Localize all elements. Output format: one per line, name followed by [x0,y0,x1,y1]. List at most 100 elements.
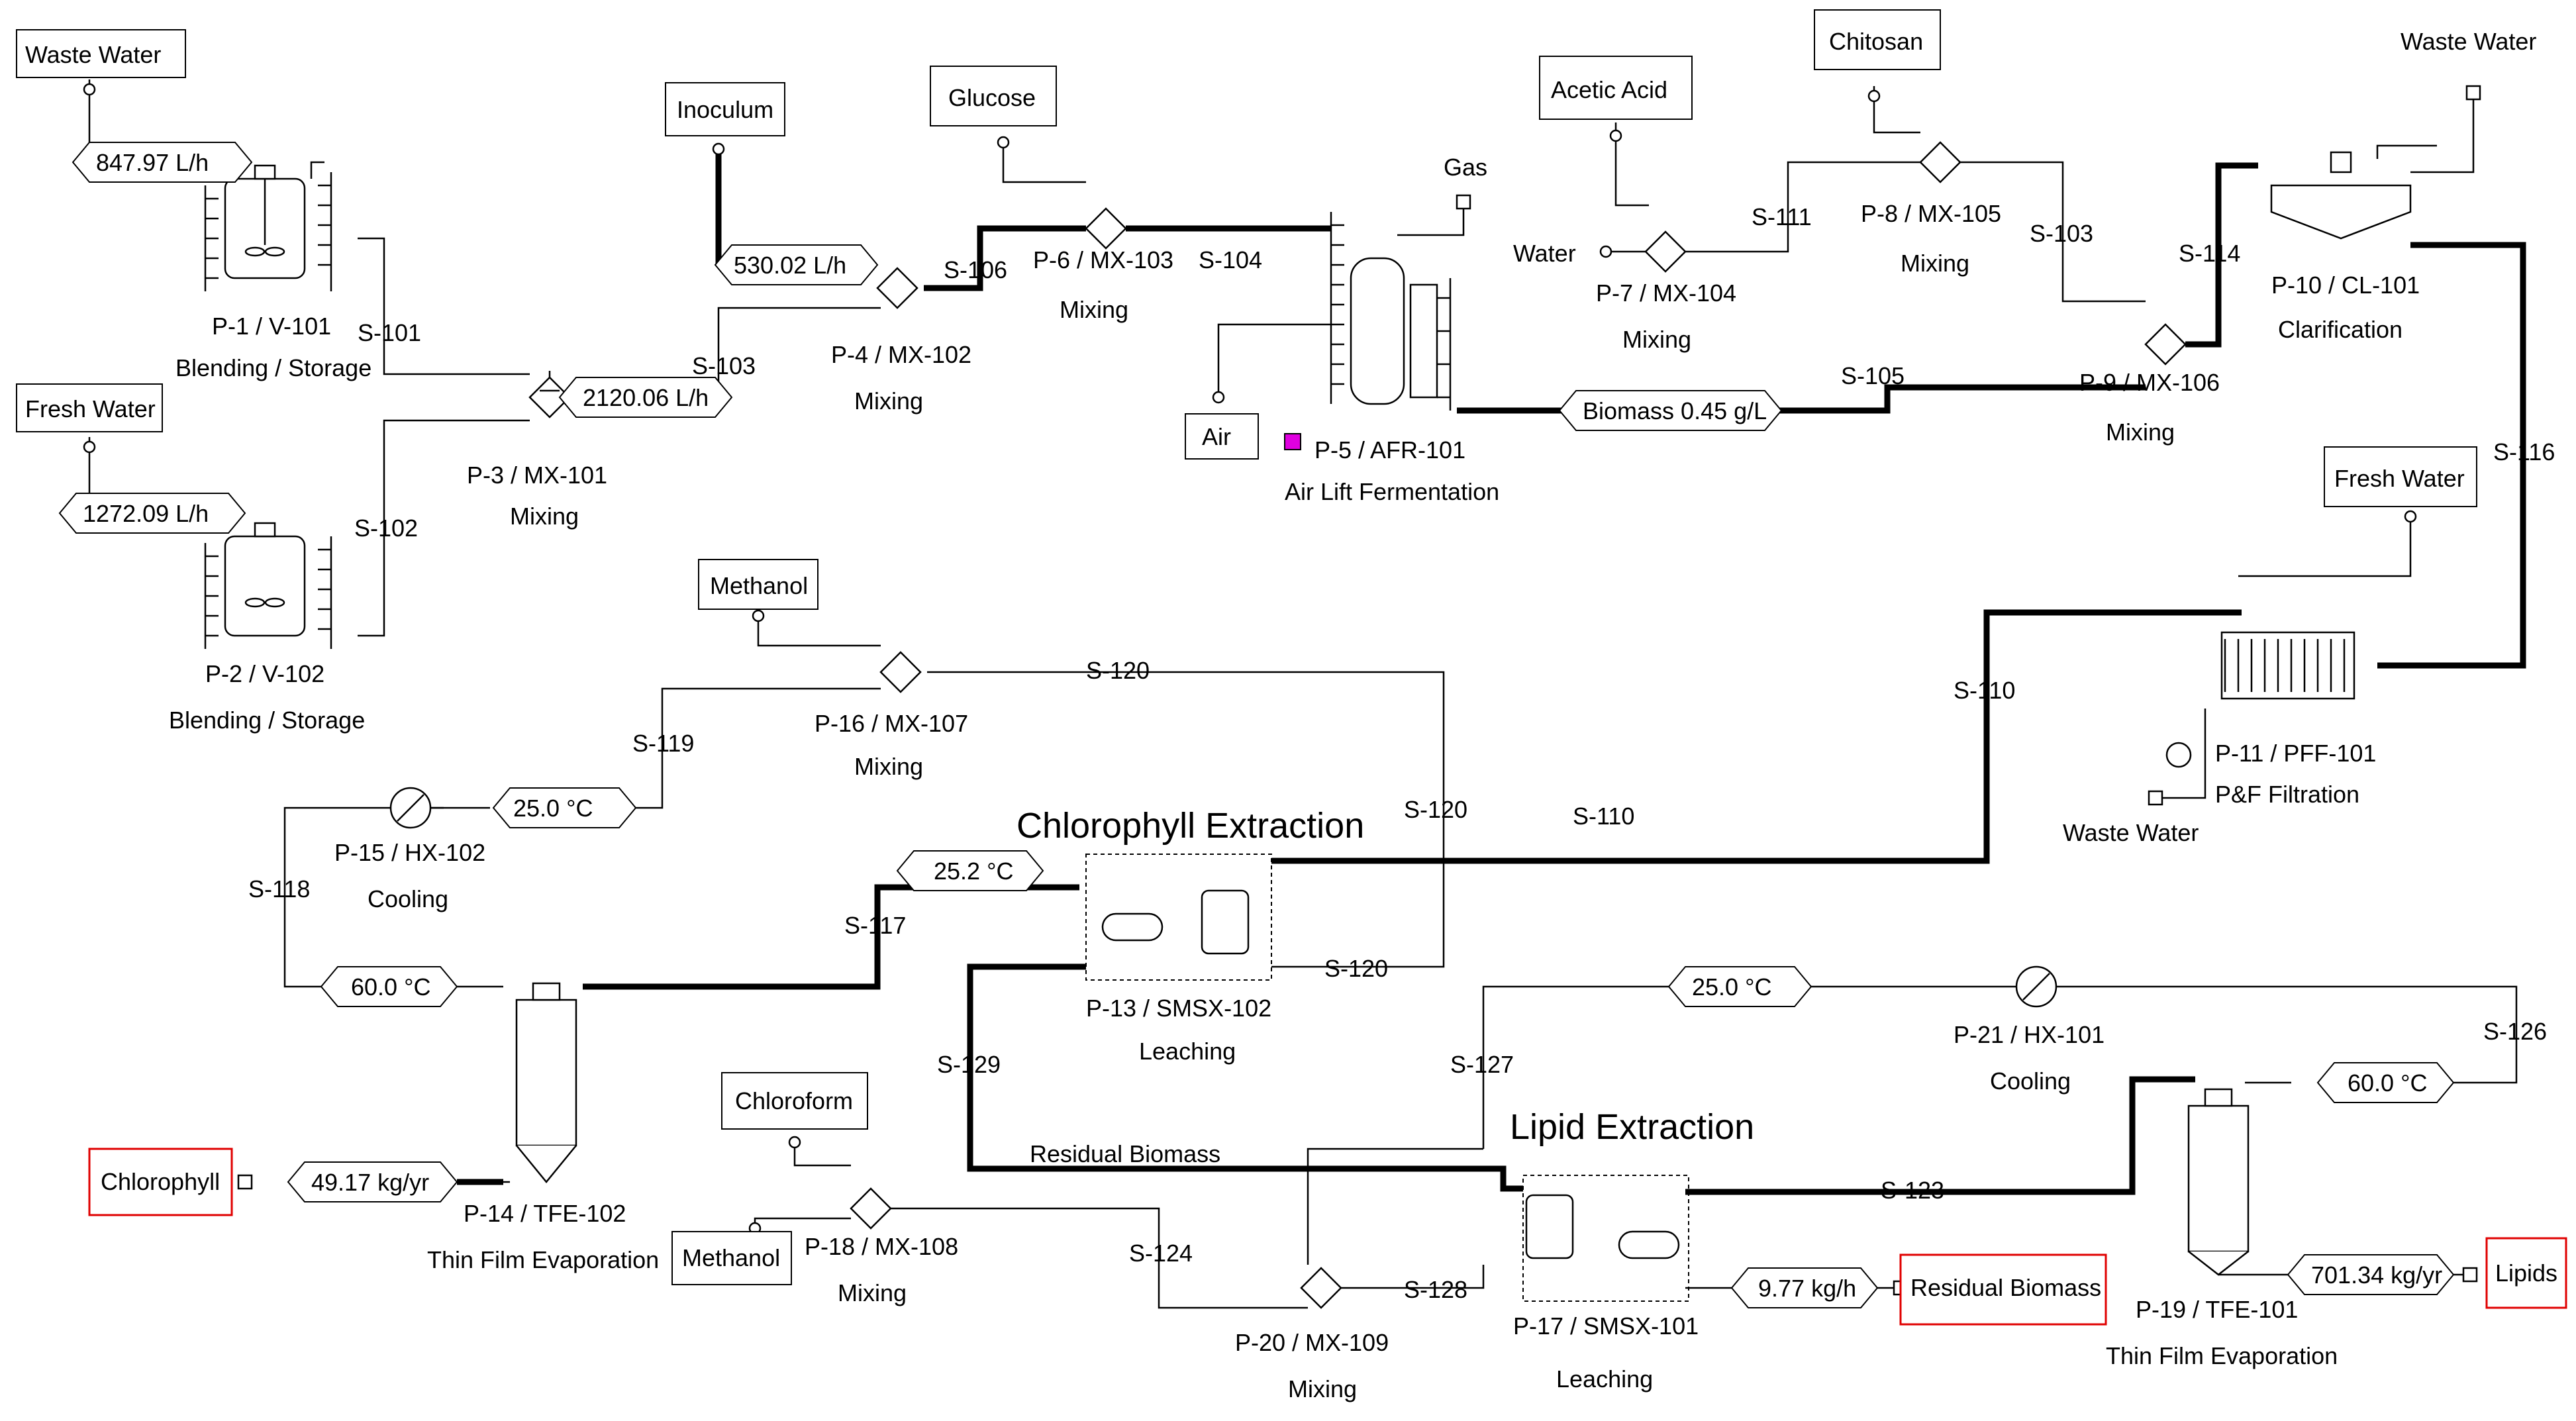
mixer-settler-p17[interactable] [1525,1194,1680,1259]
unit-p18-op: Mixing [838,1279,907,1306]
source-air[interactable]: Air [1185,413,1259,460]
svg-text:530.02 L/h: 530.02 L/h [734,252,846,279]
thin-film-evaporator-p19[interactable] [2187,1088,2250,1276]
unit-p5: P-5 / AFR-101 [1314,436,1465,464]
source-inoculum[interactable]: Inoculum [665,82,785,136]
svg-text:25.2 °C: 25.2 °C [934,858,1013,885]
source-acetic-acid[interactable]: Acetic Acid [1539,56,1693,120]
source-glucose[interactable]: Glucose [930,66,1057,126]
unit-p17-op: Leaching [1556,1365,1653,1393]
unit-p11: P-11 / PFF-101 [2215,740,2376,767]
svg-text:2120.06 L/h: 2120.06 L/h [583,384,709,411]
source-methanol-1[interactable]: Methanol [698,559,818,610]
stream-s123: S-123 [1881,1177,1944,1204]
svg-text:1272.09 L/h: 1272.09 L/h [83,500,209,527]
stream-s106: S-106 [944,256,1007,283]
source-chitosan[interactable]: Chitosan [1814,9,1941,70]
flag-flow-p3: 2120.06 L/h [558,377,733,418]
sink-waste-water-3: Waste Water [2063,819,2199,846]
source-fresh-water-2[interactable]: Fresh Water [2324,446,2477,507]
unit-p6: P-6 / MX-103 [1033,246,1173,273]
blending-tank-v101[interactable] [204,161,332,291]
stream-s126: S-126 [2483,1018,2547,1045]
mixer-p16[interactable] [879,651,922,693]
flag-lipids-rate: 701.34 kg/yr [2287,1254,2455,1295]
stream-s120a: S-120 [1086,657,1150,684]
mixer-p9[interactable] [2144,323,2187,366]
source-fresh-water-1[interactable]: Fresh Water [16,383,163,432]
sink-waste-water-2: Waste Water [2401,28,2536,55]
unit-p1: P-1 / V-101 [212,313,331,340]
filter-press-p11[interactable] [2165,631,2355,768]
mixer-p4[interactable] [876,267,918,309]
flag-temp-tfe101: 60.0 °C [2316,1062,2455,1103]
flag-flow-p4: 530.02 L/h [714,244,879,285]
svg-text:Waste Water: Waste Water [2401,28,2536,55]
svg-text:Waste Water: Waste Water [25,41,161,68]
stream-s128: S-128 [1404,1276,1467,1303]
heat-exchanger-p15[interactable] [389,787,432,829]
svg-text:60.0 °C: 60.0 °C [351,973,430,1001]
mixer-p8[interactable] [1919,141,1961,183]
unit-p19-op: Thin Film Evaporation [2106,1342,2338,1369]
source-waste-water-1[interactable]: Waste Water [16,29,186,78]
unit-p14-op: Thin Film Evaporation [427,1246,659,1273]
stream-s110a: S-110 [1954,677,2015,704]
stream-s120c: S-120 [1324,955,1388,982]
mixer-p20[interactable] [1300,1267,1342,1309]
unit-p16-op: Mixing [854,753,923,780]
unit-p2: P-2 / V-102 [205,660,324,687]
svg-text:25.0 °C: 25.0 °C [1692,973,1771,1001]
unit-p1-op: Blending / Storage [175,354,372,381]
svg-text:60.0 °C: 60.0 °C [2348,1069,2427,1097]
svg-text:Chloroform: Chloroform [735,1087,853,1114]
mixer-p18[interactable] [850,1187,892,1230]
stream-residual-biomass: Residual Biomass [1030,1140,1220,1167]
section-title-lipid: Lipid Extraction [1510,1107,1754,1147]
flag-temp-s117: 25.2 °C [896,850,1044,891]
flag-flow-v101: 847.97 L/h [72,142,253,183]
svg-text:Fresh Water: Fresh Water [2334,465,2465,492]
section-title-chlorophyll: Chlorophyll Extraction [1016,806,1364,846]
stream-labels: S-101 S-102 S-103 S-103 S-104 S-105 S-10… [248,203,2555,1303]
unit-p11-op: P&F Filtration [2215,781,2359,808]
unit-p20: P-20 / MX-109 [1235,1329,1389,1356]
airlift-fermenter-p5[interactable] [1284,212,1452,450]
thin-film-evaporator-p14[interactable] [515,982,577,1183]
unit-p10: P-10 / CL-101 [2271,271,2420,299]
unit-p4-op: Mixing [854,387,923,415]
product-lipids[interactable]: Lipids [2485,1237,2567,1309]
stream-s101: S-101 [358,319,421,346]
stream-s103b: S-103 [2030,220,2093,247]
flag-temp-hx101: 25.0 °C [1667,966,1812,1007]
heat-exchanger-p21[interactable] [2015,965,2057,1008]
unit-labels: P-1 / V-101 Blending / Storage P-2 / V-1… [169,200,2420,1402]
unit-p20-op: Mixing [1288,1375,1357,1402]
mixer-settler-p13[interactable] [1101,889,1250,955]
mixer-p6[interactable] [1085,207,1127,250]
source-chloroform[interactable]: Chloroform [721,1072,868,1130]
source-water: Water [1513,240,1576,267]
product-residual-biomass[interactable]: Residual Biomass [1899,1253,2107,1326]
stream-s111: S-111 [1752,203,1812,230]
mixer-p7[interactable] [1644,230,1687,273]
svg-text:Glucose: Glucose [948,84,1036,111]
sink-gas: Gas [1444,154,1487,181]
unit-p6-op: Mixing [1060,296,1128,323]
unit-p15: P-15 / HX-102 [334,839,485,866]
svg-text:Acetic Acid: Acetic Acid [1551,76,1667,103]
svg-text:Inoculum: Inoculum [677,96,773,123]
blending-tank-v102[interactable] [204,522,332,649]
flag-chlorophyll-rate: 49.17 kg/yr [287,1161,458,1202]
clarifier-p10[interactable] [2270,151,2412,240]
stream-s120b: S-120 [1404,796,1467,823]
svg-text:9.77 kg/h: 9.77 kg/h [1758,1275,1856,1302]
unit-p17: P-17 / SMSX-101 [1513,1312,1699,1340]
stream-s118: S-118 [248,875,310,903]
product-chlorophyll[interactable]: Chlorophyll [88,1148,233,1216]
source-methanol-2[interactable]: Methanol [671,1231,792,1285]
stream-s110b: S-110 [1573,803,1634,830]
svg-text:49.17 kg/yr: 49.17 kg/yr [311,1169,429,1196]
mixer-p3[interactable] [528,371,571,418]
